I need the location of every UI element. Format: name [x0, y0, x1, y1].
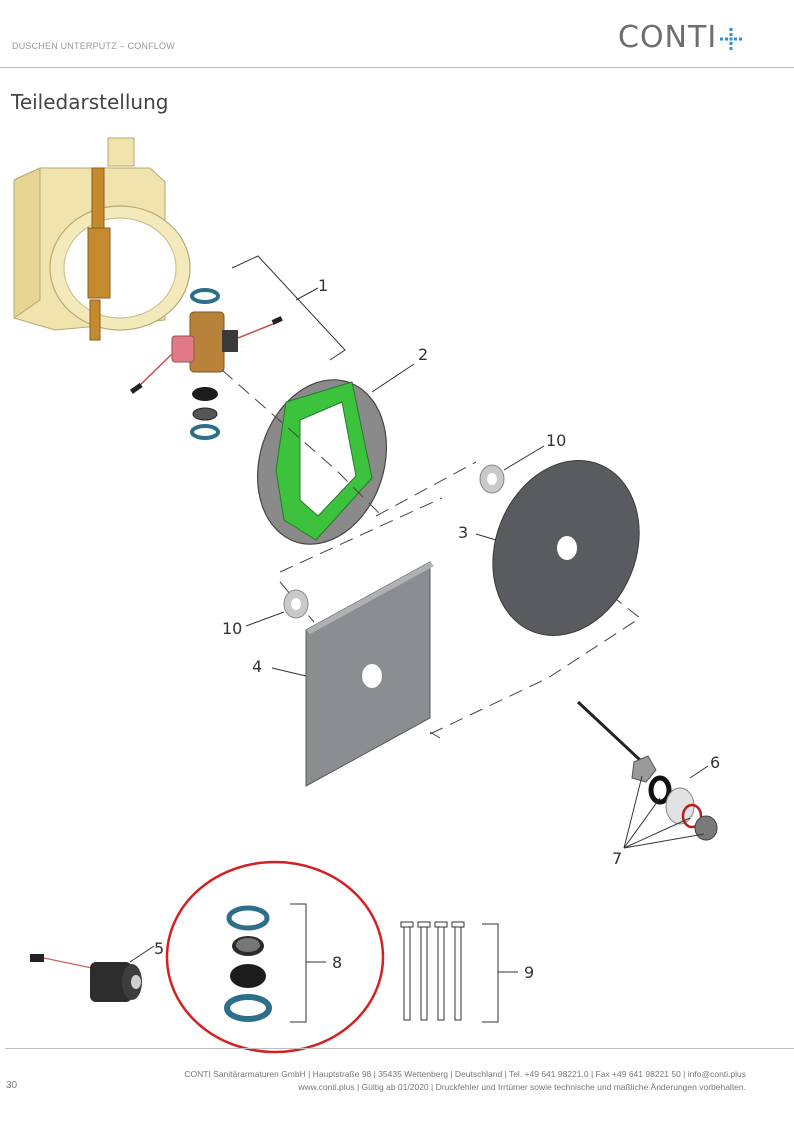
seal-set	[224, 905, 272, 1022]
footer-address: CONTI Sanitärarmaturen GmbH | Hauptstraß…	[184, 1069, 746, 1079]
callout-2: 2	[418, 345, 428, 364]
breadcrumb: DUSCHEN UNTERPUTZ – CONFLOW	[12, 41, 175, 51]
callout-9: 9	[524, 963, 534, 982]
callout-7: 7	[612, 849, 622, 868]
callout-10-bottom: 10	[222, 619, 242, 638]
installation-box	[13, 137, 191, 341]
callout-4: 4	[252, 657, 262, 676]
callout-3: 3	[458, 523, 468, 542]
exploded-parts-drawing: 1 2 10 10 3 4 6	[13, 137, 720, 1054]
valve-assembly	[129, 288, 283, 440]
callout-6: 6	[710, 753, 720, 772]
footer-disclaimer: www.conti.plus | Gültig ab 01/2020 | Dru…	[298, 1082, 746, 1092]
callout-8: 8	[332, 953, 342, 972]
mounting-frame	[256, 379, 388, 545]
highlight-circle	[165, 860, 385, 1054]
brand-logo: CONTI	[618, 20, 718, 55]
page-title: Teiledarstellung	[11, 90, 169, 114]
footer-divider	[5, 1048, 794, 1049]
push-button-parts	[576, 700, 718, 841]
actuator-module	[30, 954, 142, 1002]
header-divider	[0, 67, 794, 68]
page-number: 30	[6, 1080, 18, 1091]
callout-5: 5	[154, 939, 164, 958]
callout-1: 1	[318, 276, 328, 295]
screw-set	[400, 921, 465, 1021]
callout-10-top: 10	[546, 431, 566, 450]
plus-dots-icon	[720, 28, 742, 50]
